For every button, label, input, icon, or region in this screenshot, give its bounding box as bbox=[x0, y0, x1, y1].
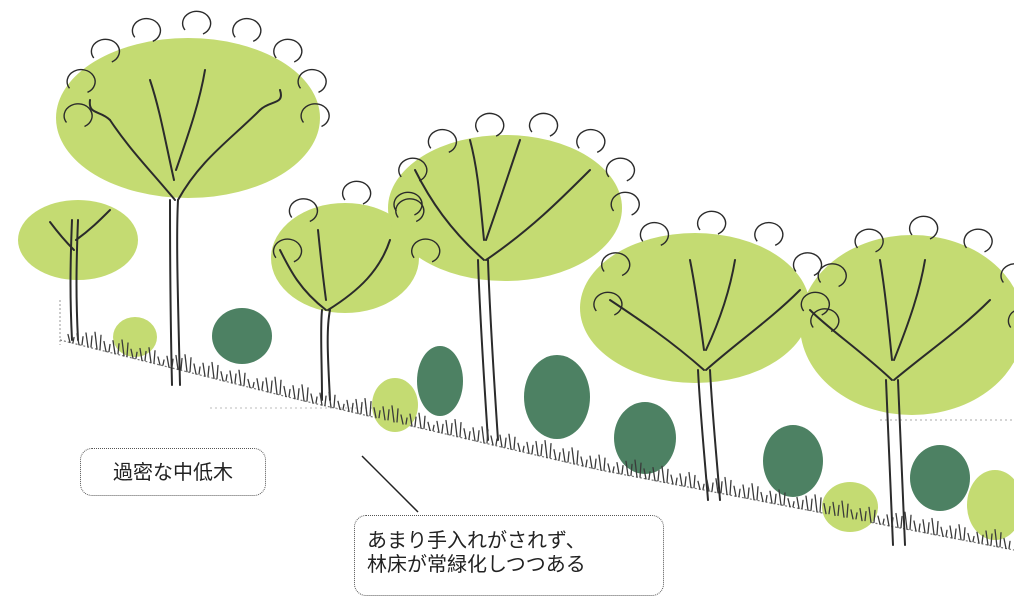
dense-shrubs-label: 過密な中低木 bbox=[80, 448, 266, 496]
grass-strokes bbox=[67, 331, 1011, 550]
evergreen-shrubs bbox=[212, 308, 970, 511]
light-canopy bbox=[388, 135, 622, 281]
canopy-outline bbox=[272, 180, 441, 263]
evergreen-shrub bbox=[910, 445, 970, 511]
canopy-outline bbox=[63, 10, 330, 128]
evergreen-shrub bbox=[614, 402, 676, 474]
forest-floor-note: あまり手入れがされず、 林床が常緑化しつつある bbox=[354, 515, 664, 596]
light-canopy bbox=[56, 38, 320, 198]
note-line-1: あまり手入れがされず、 bbox=[367, 528, 586, 552]
evergreen-shrub bbox=[524, 355, 590, 439]
light-canopy bbox=[271, 203, 419, 313]
callout-pointer bbox=[361, 455, 419, 513]
grass-tufts bbox=[67, 331, 1011, 550]
light-canopy bbox=[822, 482, 878, 532]
note-line-2: 林床が常緑化しつつある bbox=[367, 552, 586, 576]
tree-trunks bbox=[49, 69, 991, 546]
tall-tree-canopies bbox=[18, 38, 1014, 540]
evergreen-shrub bbox=[212, 308, 272, 364]
light-canopy bbox=[113, 317, 157, 357]
canopy-outline bbox=[593, 210, 831, 316]
evergreen-shrub bbox=[763, 425, 823, 497]
canopy-outline bbox=[393, 112, 640, 216]
evergreen-shrub bbox=[417, 346, 463, 416]
canopy-scribbles bbox=[63, 10, 1014, 333]
canopy-outline bbox=[810, 215, 1014, 333]
light-canopy bbox=[967, 470, 1014, 540]
dense-shrubs-text: 過密な中低木 bbox=[113, 460, 233, 484]
light-canopy bbox=[580, 233, 810, 383]
